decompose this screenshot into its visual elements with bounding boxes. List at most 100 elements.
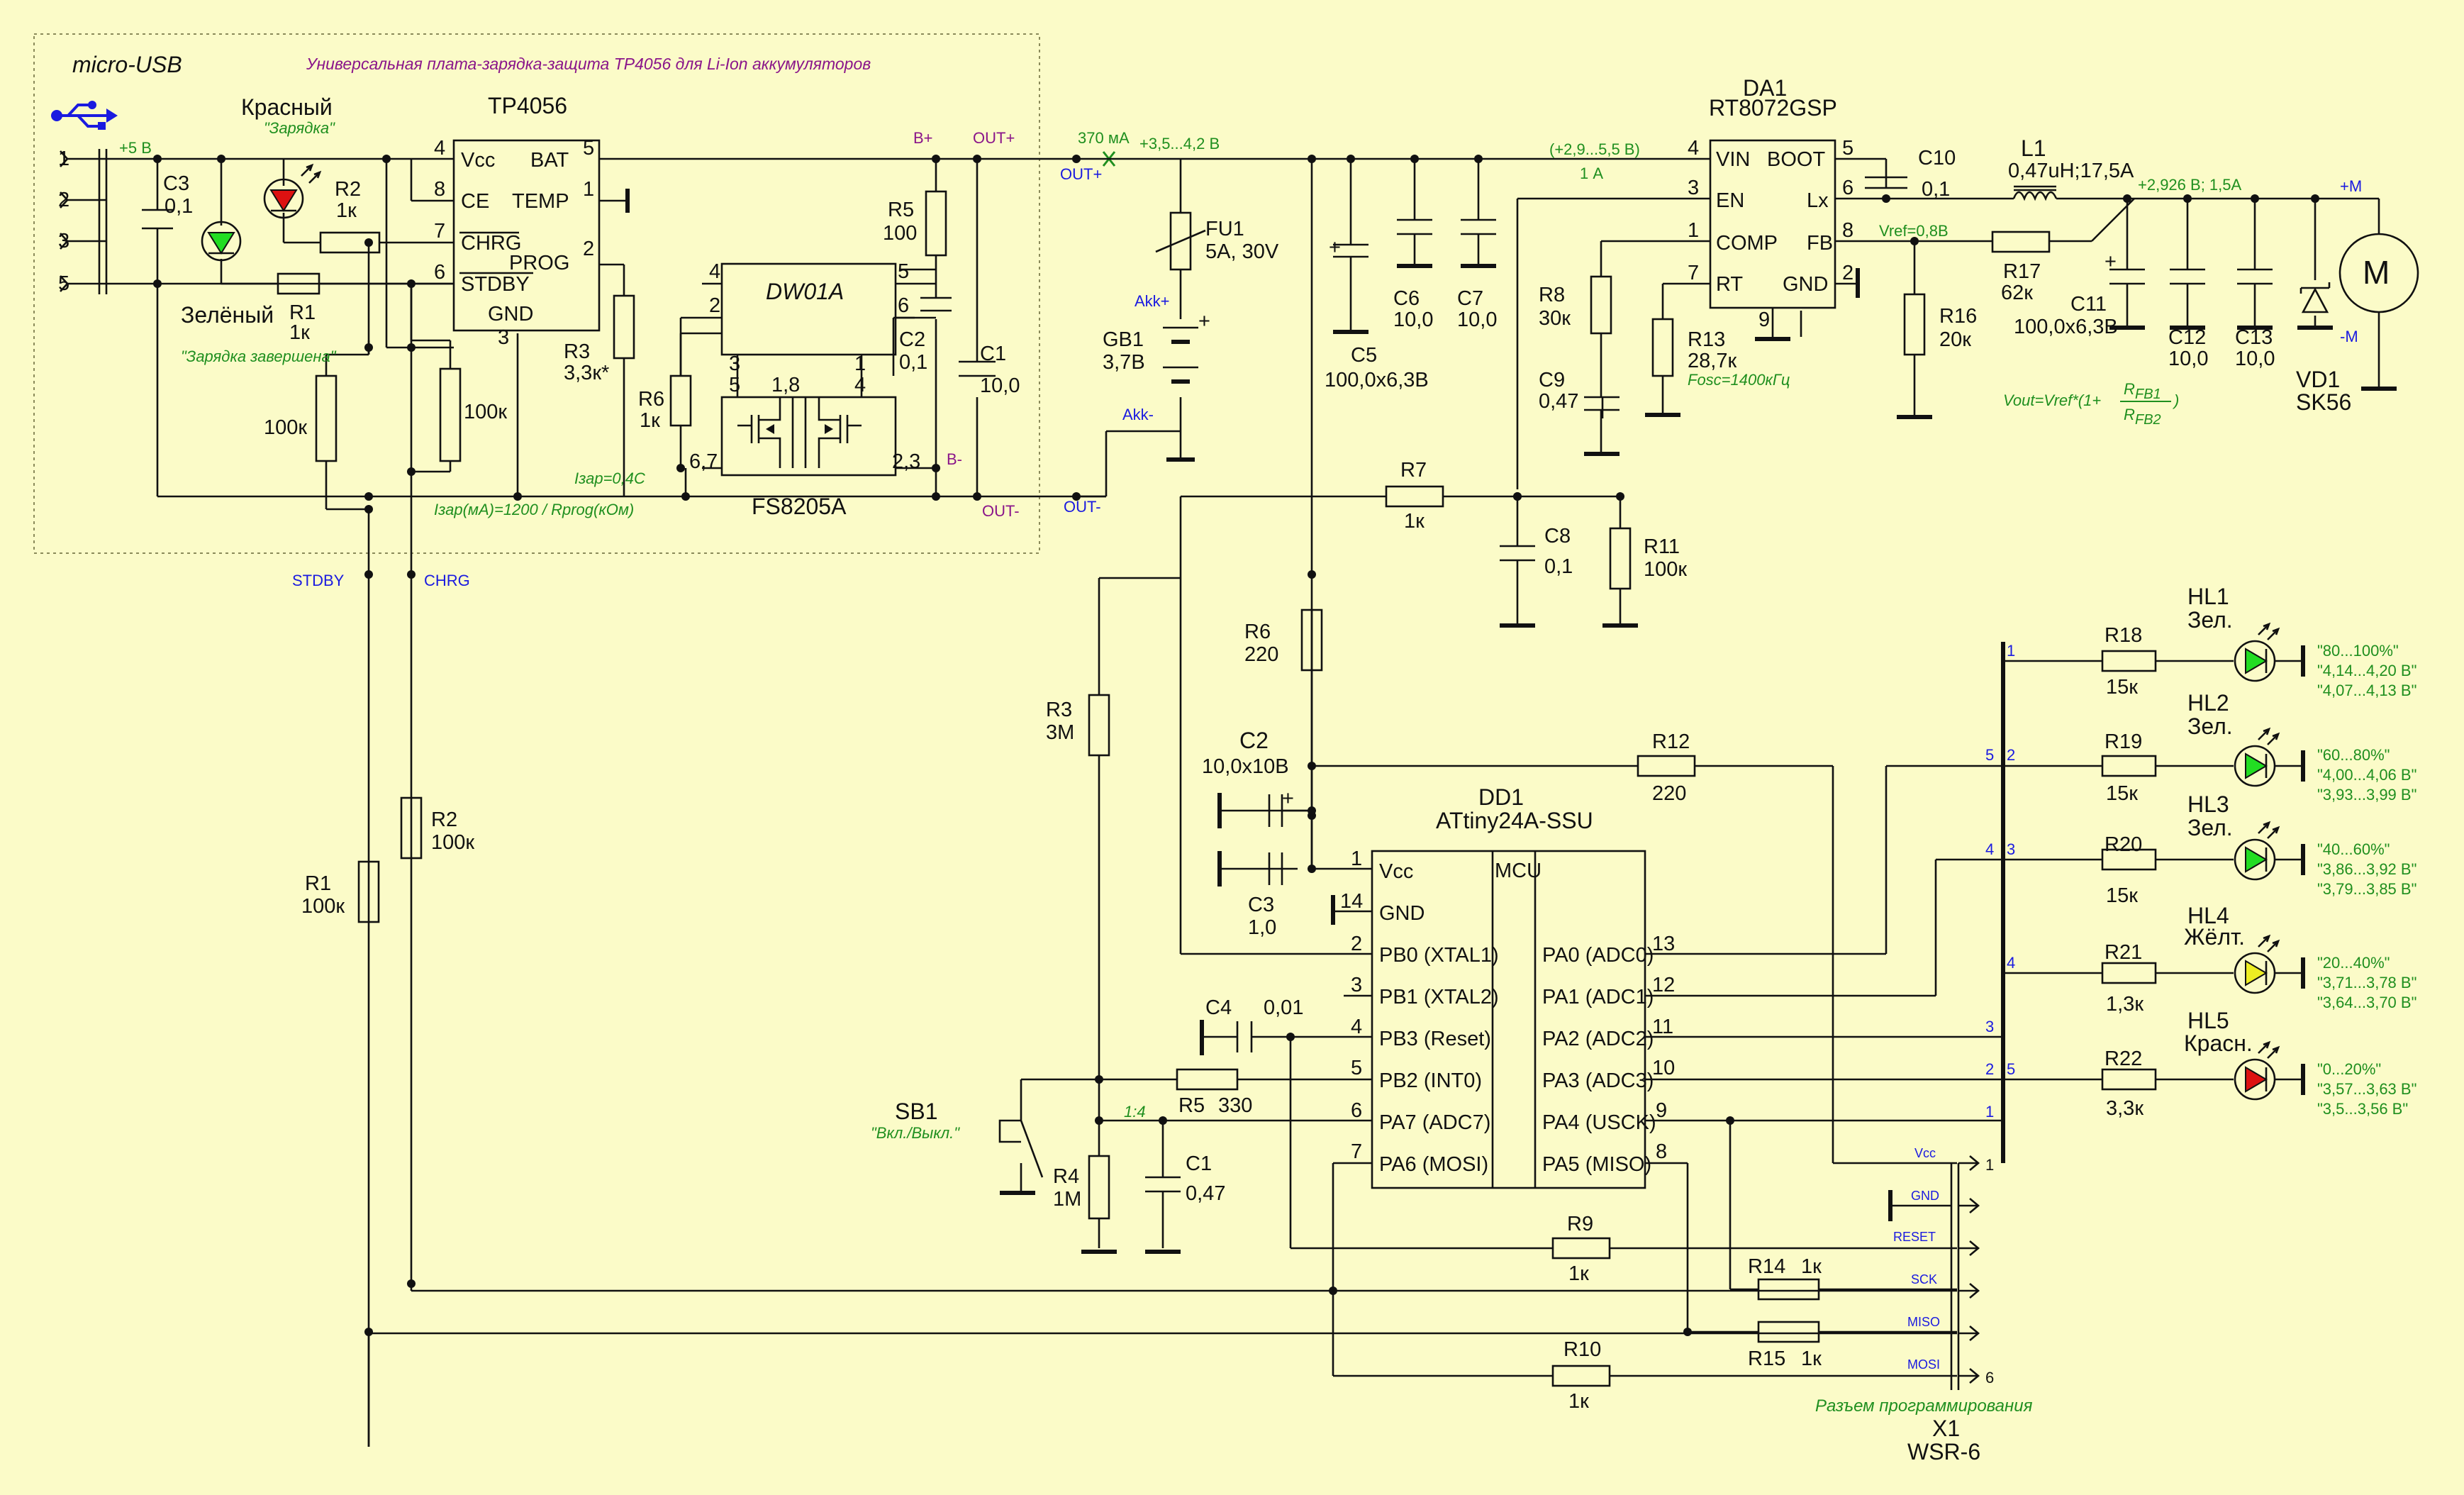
svg-text:100к: 100к (301, 895, 345, 918)
dd1-mcu-ic: DD1 ATtiny24A-SSU MCU 1 Vcc 14 GND 2 PB0… (1331, 784, 1675, 1189)
svg-text:R9: R9 (1567, 1213, 1593, 1235)
svg-text:FU1: FU1 (1205, 218, 1244, 240)
svg-text:6: 6 (898, 294, 909, 317)
svg-text:0,1: 0,1 (1922, 178, 1950, 201)
svg-text:R10: R10 (1563, 1338, 1601, 1361)
svg-text:4: 4 (854, 374, 866, 396)
svg-text:C9: C9 (1539, 369, 1565, 391)
svg-text:C3: C3 (1248, 894, 1274, 916)
svg-text:4: 4 (434, 137, 445, 160)
svg-text:C13: C13 (2235, 326, 2273, 349)
svg-text:R7: R7 (1400, 459, 1427, 482)
svg-text:"3,79...3,85 В": "3,79...3,85 В" (2317, 880, 2416, 898)
fuse-fu1: FU1 5А, 30V (1155, 211, 1279, 271)
svg-text:0,1: 0,1 (165, 195, 193, 218)
svg-text:"3,71...3,78 В": "3,71...3,78 В" (2317, 974, 2416, 991)
svg-text:15к: 15к (2106, 676, 2138, 699)
led-row-hl4: R21 1,3к HL4 Жёлт. "20...40%" "3,71...3,… (2003, 903, 2416, 1016)
svg-text:CE: CE (461, 190, 489, 213)
svg-text:GB1: GB1 (1103, 328, 1144, 351)
svg-text:62к: 62к (2001, 282, 2033, 304)
led-row-hl1: R18 15к HL1 Зел. "80...100%" "4,14...4,2… (2003, 584, 2416, 699)
svg-text:10: 10 (1652, 1057, 1675, 1079)
r16-conv: R16 20к (1897, 293, 1977, 419)
svg-text:C7: C7 (1457, 287, 1483, 310)
svg-text:M: M (2363, 254, 2390, 291)
r2-mcu: R2 100к (400, 796, 474, 860)
svg-text:2: 2 (58, 189, 69, 211)
svg-text:RESET: RESET (1893, 1230, 1936, 1244)
svg-text:1М: 1М (1053, 1188, 1081, 1211)
battery-wires (1076, 157, 1312, 498)
svg-text:100к: 100к (464, 401, 507, 423)
svg-text:Зел.: Зел. (2187, 713, 2233, 739)
svg-text:C5: C5 (1351, 344, 1377, 367)
r-100k-b: 100к (439, 367, 507, 462)
svg-text:10,0: 10,0 (1457, 309, 1497, 331)
led-green-charger: Зелёный "Зарядка завершена" (181, 221, 337, 365)
svg-text:6: 6 (1842, 177, 1853, 199)
svg-text:+M: +M (2340, 177, 2362, 195)
svg-text:3: 3 (58, 230, 69, 252)
svg-text:B-: B- (947, 450, 962, 468)
svg-text:Зел.: Зел. (2187, 815, 2233, 840)
switch-sb1[interactable]: SB1 "Вкл./Выкл." (871, 1099, 1044, 1195)
svg-text:1к: 1к (1568, 1390, 1589, 1413)
r14-mcu: R14 1к (1748, 1255, 1822, 1301)
svg-text:"4,07...4,13 В": "4,07...4,13 В" (2317, 682, 2416, 699)
svg-text:11: 11 (1652, 1016, 1673, 1038)
svg-text:3: 3 (2007, 840, 2015, 858)
svg-text:C10: C10 (1918, 147, 1956, 169)
svg-text:PB0 (XTAL1): PB0 (XTAL1) (1379, 944, 1499, 967)
svg-text:1: 1 (1688, 219, 1699, 242)
r15-mcu: R15 1к (1748, 1321, 1822, 1370)
svg-text:0,01: 0,01 (1264, 996, 1303, 1019)
svg-text:HL4: HL4 (2187, 903, 2229, 928)
led-row-hl2: R19 15к HL2 Зел. "60...80%" "4,00...4,06… (2003, 690, 2416, 805)
svg-text:"40...60%": "40...60%" (2317, 840, 2390, 858)
svg-text:+: + (1282, 787, 1294, 810)
svg-text:GND: GND (1783, 273, 1828, 296)
svg-text:HL2: HL2 (2187, 690, 2229, 716)
svg-text:1: 1 (1985, 1103, 1994, 1121)
mcu-dots (364, 492, 1734, 1336)
svg-text:5: 5 (2007, 1060, 2015, 1078)
svg-text:PA1 (ADC1): PA1 (ADC1) (1542, 986, 1654, 1008)
svg-text:R2: R2 (335, 178, 361, 201)
led-arrows (2258, 622, 2280, 1059)
svg-text:R2: R2 (431, 808, 457, 831)
svg-text:14: 14 (1340, 890, 1363, 913)
svg-text:+: + (1329, 236, 1341, 259)
svg-text:R1: R1 (289, 301, 316, 324)
usb-pins: 1 2 3 5 (58, 148, 108, 295)
svg-text:100к: 100к (431, 831, 474, 854)
svg-text:PA5 (MISO): PA5 (MISO) (1542, 1153, 1651, 1176)
svg-text:2: 2 (1351, 933, 1362, 955)
svg-text:1к: 1к (289, 321, 310, 344)
usb-label: micro-USB (72, 52, 182, 77)
svg-text:Vcc: Vcc (461, 149, 495, 172)
svg-text:PA6 (MOSI): PA6 (MOSI) (1379, 1153, 1488, 1176)
vref-label: Vref=0,8В (1879, 222, 1949, 240)
svg-text:PB3 (Reset): PB3 (Reset) (1379, 1028, 1491, 1050)
svg-text:C2: C2 (1239, 728, 1269, 753)
svg-text:"80...100%": "80...100%" (2317, 642, 2399, 660)
svg-text:"4,00...4,06 В": "4,00...4,06 В" (2317, 766, 2416, 784)
svg-text:2: 2 (1842, 262, 1853, 284)
vd1-diode: VD1 SK56 (2296, 282, 2351, 415)
svg-text:C3: C3 (163, 172, 189, 195)
svg-text:FB: FB (1807, 232, 1833, 255)
svg-text:2: 2 (1985, 1060, 1994, 1078)
signal-bus: 5 4 2 1 2 3 4 3 5 1 (1985, 642, 2015, 1163)
r5-mcu: R5 330 (1176, 1068, 1252, 1117)
svg-text:1,0: 1,0 (1248, 916, 1276, 939)
svg-text:R18: R18 (2105, 624, 2142, 647)
svg-text:100к: 100к (264, 416, 307, 439)
svg-text:5: 5 (1351, 1057, 1362, 1079)
svg-text:"Зарядка завершена": "Зарядка завершена" (181, 348, 337, 365)
svg-text:5А, 30V: 5А, 30V (1205, 240, 1279, 263)
svg-text:MISO: MISO (1907, 1315, 1940, 1329)
svg-text:C1: C1 (980, 343, 1006, 365)
svg-text:9: 9 (1656, 1099, 1667, 1122)
svg-text:BAT: BAT (530, 149, 569, 172)
